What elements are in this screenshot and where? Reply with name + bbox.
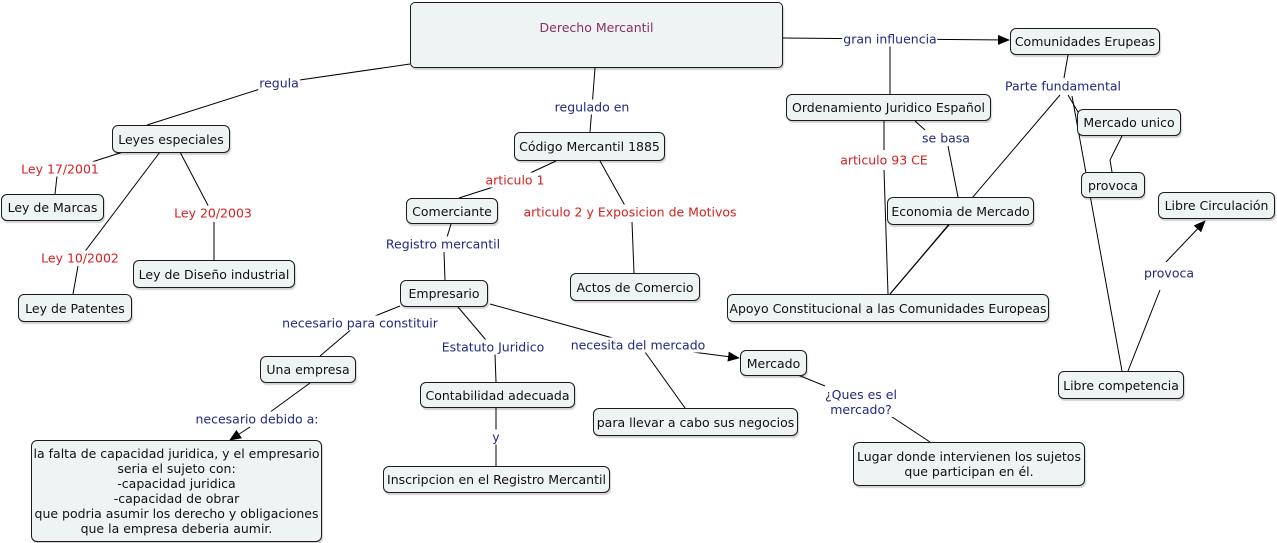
label-necesario-constituir: necesario para constituir (281, 315, 439, 331)
label-ley-17: Ley 17/2001 (20, 161, 100, 177)
node-comerciante[interactable]: Comerciante (406, 198, 498, 224)
label-se-basa: se basa (921, 130, 971, 146)
node-derecho-mercantil[interactable]: Derecho Mercantil (410, 2, 783, 68)
node-ley-diseno[interactable]: Ley de Diseño industrial (133, 260, 295, 288)
node-ley-patentes[interactable]: Ley de Patentes (18, 294, 132, 322)
node-apoyo[interactable]: Apoyo Constitucional a las Comunidades E… (727, 294, 1049, 322)
label-articulo-1: articulo 1 (484, 172, 546, 188)
node-inscripcion[interactable]: Inscripcion en el Registro Mercantil (383, 466, 610, 493)
line-sebasa-economia (947, 145, 959, 198)
line-comunidades-parte (1063, 54, 1069, 79)
node-libre-circulacion[interactable]: Libre Circulación (1158, 192, 1275, 219)
label-estatuto-juridico: Estatuto Juridico (440, 339, 546, 355)
line-provoca-circulacion (1165, 220, 1206, 263)
label-y: y (491, 429, 501, 445)
label-ley-20: Ley 20/2003 (173, 205, 253, 221)
node-mercado[interactable]: Mercado (740, 350, 807, 376)
line-estatuto-contabilidad (494, 353, 497, 383)
line-art2-actos (631, 221, 635, 274)
label-necesita-mercado: necesita del mercado (569, 337, 707, 353)
label-parte-fundamental: Parte fundamental (1003, 78, 1123, 94)
label-ley-10: Ley 10/2002 (40, 250, 120, 266)
node-provoca[interactable]: provoca (1081, 172, 1145, 198)
node-codigo-mercantil[interactable]: Código Mercantil 1885 (514, 132, 665, 161)
node-libre-competencia[interactable]: Libre competencia (1058, 371, 1184, 399)
node-ley-marcas[interactable]: Ley de Marcas (1, 194, 104, 221)
line-registro-empresario (443, 251, 446, 281)
line-mercado-quees (797, 374, 826, 387)
label-registro-mercantil: Registro mercantil (384, 236, 502, 252)
node-lugar[interactable]: Lugar donde intervienen los sujetos que … (853, 442, 1085, 486)
line-debido-capacidad (229, 426, 251, 441)
line-parte-apoyo (889, 94, 1061, 295)
label-que-es-mercado: ¿Ques es el mercado? (824, 387, 898, 417)
line-root-regula (278, 63, 411, 84)
node-capacidad[interactable]: la falta de capacidad juridica, y el emp… (31, 440, 322, 542)
node-leyes-especiales[interactable]: Leyes especiales (112, 125, 230, 153)
line-parte-competencia (1071, 95, 1123, 372)
label-articulo-93: articulo 93 CE (839, 152, 929, 168)
line-necesita-llevar (644, 351, 686, 409)
node-actos-comercio[interactable]: Actos de Comercio (570, 273, 700, 301)
line-ordenamiento-sebasa (914, 120, 926, 131)
line-mercadounico-provoca (1109, 135, 1123, 161)
line-ley10-patentes (72, 265, 79, 295)
node-empresario[interactable]: Empresario (400, 280, 488, 307)
line-ley17-marcas (54, 175, 58, 195)
node-una-empresa[interactable]: Una empresa (260, 356, 356, 383)
node-mercado-unico[interactable]: Mercado unico (1077, 109, 1181, 136)
line-provoca-node (1109, 159, 1113, 173)
line-codigo-art2 (599, 160, 629, 212)
label-regula: regula (258, 75, 300, 91)
label-articulo-2: articulo 2 y Exposicion de Motivos (522, 204, 738, 220)
node-comunidades[interactable]: Comunidades Erupeas (1010, 28, 1160, 55)
line-leyes-ley20 (179, 151, 213, 214)
line-regula-leyes (146, 82, 280, 126)
label-necesario-debido: necesario debido a: (194, 411, 320, 427)
node-economia[interactable]: Economia de Mercado (887, 197, 1034, 225)
label-provoca: provoca (1142, 265, 1196, 281)
label-gran-influencia: gran influencia (842, 31, 938, 47)
node-ordenamiento[interactable]: Ordenamiento Juridico Español (786, 94, 991, 121)
line-art93-apoyo (883, 169, 889, 295)
line-competencia-provoca (1127, 289, 1161, 372)
line-leyes-ley10 (79, 151, 161, 259)
node-para-llevar[interactable]: para llevar a cabo sus negocios (593, 408, 798, 436)
node-contabilidad[interactable]: Contabilidad adecuada (420, 382, 575, 408)
label-regulado-en: regulado en (553, 99, 631, 115)
